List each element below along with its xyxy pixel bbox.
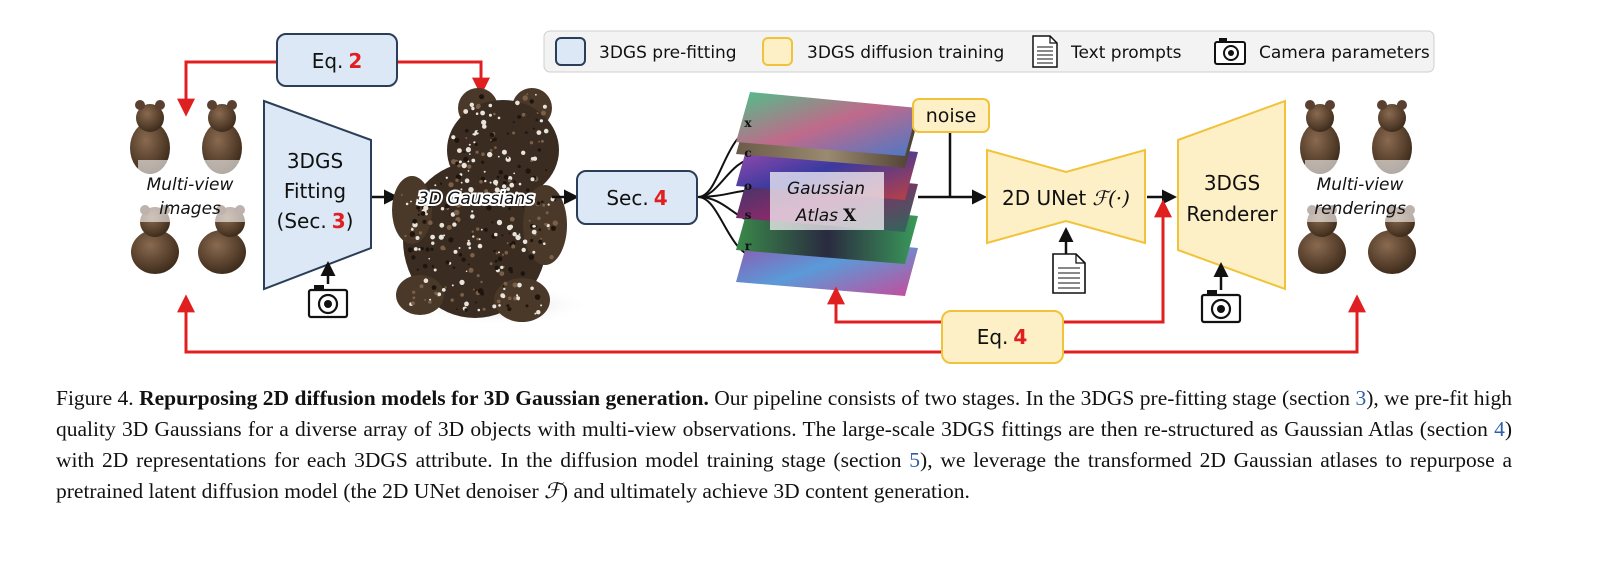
fitting-block: 3DGS Fitting (Sec.3) <box>263 99 372 291</box>
svg-text:Eq.2: Eq.2 <box>312 49 363 73</box>
caption-text-2: ), we pre-fit high quality 3D Gaussians … <box>56 386 1512 441</box>
atlas-line1: Gaussian <box>787 179 865 199</box>
legend-camera-label: Camera parameters <box>1259 43 1430 63</box>
svg-text:(Sec.3): (Sec.3) <box>277 209 354 233</box>
unet-label: 2D UNet <box>1002 186 1086 210</box>
camera-icon <box>1214 38 1246 65</box>
svg-text:Sec.4: Sec.4 <box>606 186 667 210</box>
atlas-letter-s: s <box>745 208 752 222</box>
atlas-letter-o: o <box>744 179 752 193</box>
sec4-number: 4 <box>654 186 668 210</box>
atlas-letter-x: x <box>744 116 752 130</box>
pipeline-diagram: 3DGS pre-fitting 3DGS diffusion training… <box>130 30 1435 364</box>
renderer-line1: 3DGS <box>1204 171 1260 195</box>
legend-diffusion-swatch <box>762 37 793 66</box>
caption-ref-section3[interactable]: 3 <box>1355 386 1367 410</box>
caption-text-5: ) and ultimately achieve 3D content gene… <box>560 479 970 503</box>
eq2-label: Eq. <box>312 49 344 73</box>
caption-figure-label: Figure 4. <box>56 386 134 410</box>
atlas-letter-r: r <box>745 239 752 253</box>
caption-ref-section5[interactable]: 5 <box>909 448 921 472</box>
noise-box <box>912 98 990 133</box>
renderer-line2: Renderer <box>1186 202 1278 226</box>
fitting-sec-label: (Sec. <box>277 209 327 233</box>
atlas-letter-c: c <box>744 146 751 160</box>
caption-text-1: Our pipeline consists of two stages. In … <box>708 386 1356 410</box>
eq4-number: 4 <box>1013 325 1027 349</box>
multiview-images: Multi-view images <box>130 100 246 274</box>
svg-text:Eq.4: Eq.4 <box>977 325 1028 349</box>
eq4-box <box>941 310 1064 364</box>
multiview-images-line1: Multi-view <box>147 175 234 195</box>
camera-icon <box>307 285 349 319</box>
caption-text-3: ) with 2D representations for each 3DGS … <box>56 417 1512 472</box>
fitting-line1: 3DGS <box>287 149 343 173</box>
fitting-sec-close: ) <box>346 209 354 233</box>
eq4-loop <box>177 199 1366 354</box>
renderer-block: 3DGS Renderer <box>1177 99 1286 291</box>
caption-text-4: ), we leverage the transformed 2D Gaussi… <box>56 448 1512 503</box>
document-icon <box>1032 35 1058 68</box>
gaussians-bear: 3D Gaussians <box>392 88 590 325</box>
legend-text-label: Text prompts <box>1070 43 1182 63</box>
document-icon <box>1052 253 1086 294</box>
caption-ref-section4[interactable]: 4 <box>1494 417 1505 441</box>
sec4-label: Sec. <box>606 186 648 210</box>
eq4-label: Eq. <box>977 325 1009 349</box>
fitting-line2: Fitting <box>284 179 346 203</box>
caption-title: Repurposing 2D diffusion models for 3D G… <box>139 386 709 410</box>
gaussians-label: 3D Gaussians <box>418 189 534 209</box>
fitting-sec-number: 3 <box>332 209 346 233</box>
caption-symbol: ℱ <box>544 479 561 503</box>
legend-prefit-swatch <box>555 37 586 66</box>
figure-caption: Figure 4. Repurposing 2D diffusion model… <box>56 383 1512 507</box>
eq2-box <box>276 33 398 87</box>
camera-icon <box>1200 290 1242 324</box>
renderings-line1: Multi-view <box>1317 175 1404 195</box>
atlas-symbol: X <box>843 206 857 226</box>
noise-label: noise <box>926 105 977 127</box>
multiview-images-line2: images <box>159 199 221 219</box>
renderings-line2: renderings <box>1314 199 1406 219</box>
legend: 3DGS pre-fitting 3DGS diffusion training… <box>543 30 1435 73</box>
eq2-number: 2 <box>348 49 362 73</box>
legend-diffusion-label: 3DGS diffusion training <box>807 43 1004 63</box>
sec4-box <box>576 170 698 225</box>
multiview-renderings: Multi-view renderings <box>1298 100 1417 274</box>
legend-prefit-label: 3DGS pre-fitting <box>599 43 737 63</box>
eq2-loop: Eq.2 <box>177 33 490 117</box>
unet-symbol: ℱ(·) <box>1092 186 1130 210</box>
atlas-line2: Atlas <box>795 206 838 226</box>
